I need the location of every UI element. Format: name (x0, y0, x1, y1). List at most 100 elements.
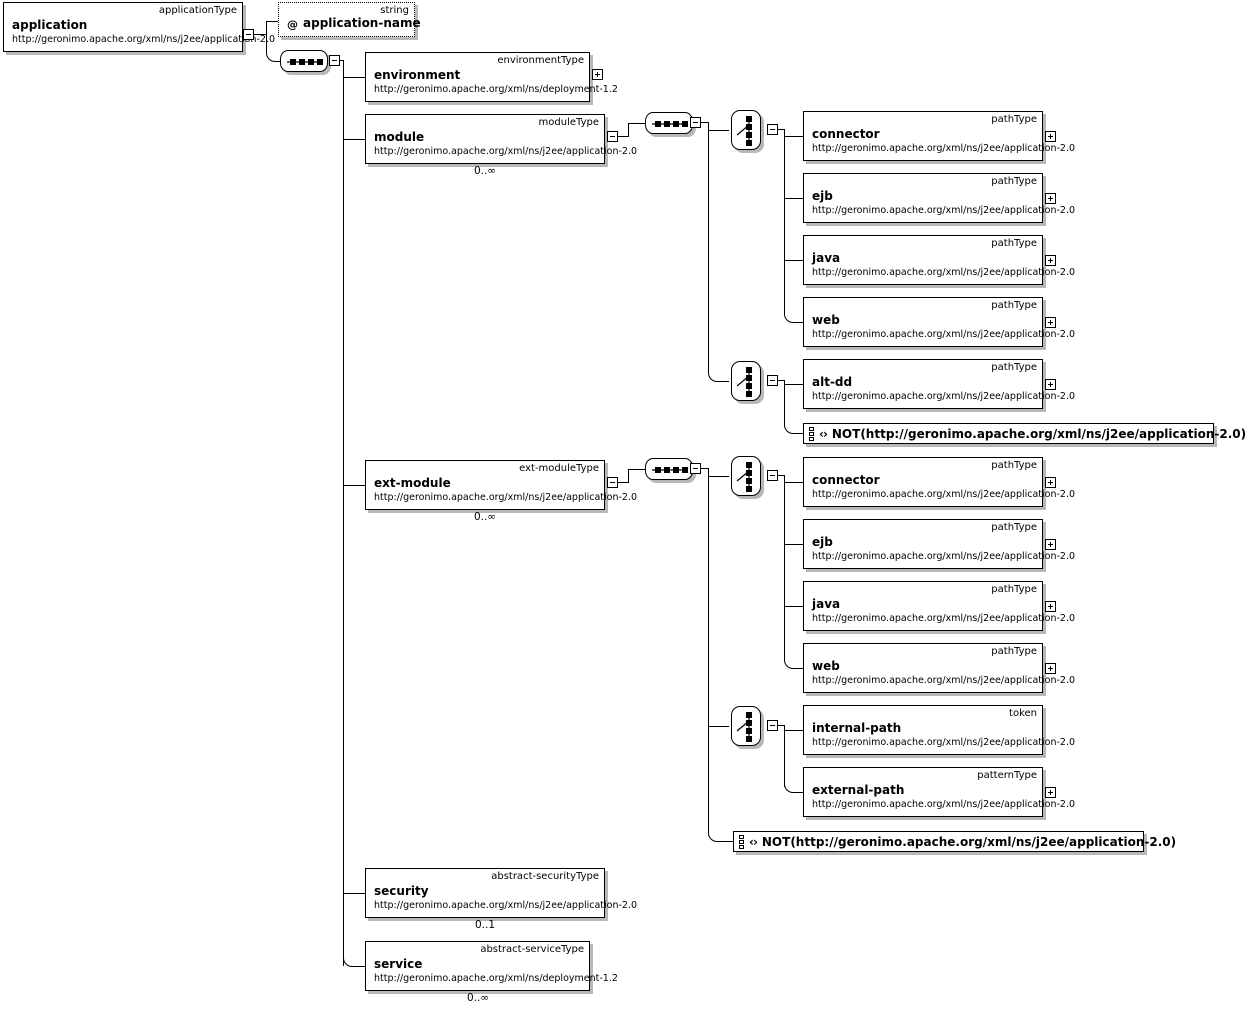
connector-line (784, 384, 803, 385)
any-element-icon (809, 426, 817, 441)
element-type-label: pathType (991, 300, 1037, 311)
element-box-internal-path[interactable]: token internal-path http://geronimo.apac… (803, 705, 1075, 755)
element-box-application[interactable]: applicationType application http://geron… (3, 2, 275, 52)
sequence-glyph (652, 121, 688, 127)
sequence-compositor-icon-module[interactable] (645, 112, 693, 134)
any-element-icon (739, 834, 747, 849)
collapse-minus-icon-root[interactable] (243, 29, 254, 40)
connector-line (794, 792, 803, 793)
element-namespace-label: http://geronimo.apache.org/xml/ns/j2ee/a… (812, 675, 1076, 686)
element-box-security[interactable]: abstract-securityType security http://ge… (365, 868, 637, 918)
element-box-ext-module-ejb[interactable]: pathType ejb http://geronimo.apache.org/… (803, 519, 1075, 569)
connector-line (784, 129, 785, 315)
connector-line (266, 34, 267, 52)
choice-compositor-icon-ext-module-2[interactable] (731, 706, 761, 746)
connector-line (628, 469, 645, 470)
element-name-label: connector (812, 473, 880, 487)
any-namespace-expression: NOT(http://geronimo.apache.org/xml/ns/j2… (761, 834, 1177, 849)
element-namespace-label: http://geronimo.apache.org/xml/ns/j2ee/a… (374, 900, 638, 911)
collapse-minus-icon-module-choice-2[interactable] (767, 375, 778, 386)
connector-line (353, 966, 365, 967)
connector-line (628, 469, 629, 483)
element-box-ext-module[interactable]: ext-moduleType ext-module http://geronim… (365, 460, 637, 510)
collapse-minus-icon-module-sequence[interactable] (690, 117, 701, 128)
collapse-minus-icon-module[interactable] (607, 131, 618, 142)
expand-plus-icon-module-connector[interactable] (1045, 131, 1056, 142)
connector-line (784, 260, 803, 261)
collapse-minus-icon-ext-module-choice-2[interactable] (767, 720, 778, 731)
choice-glyph (736, 712, 752, 742)
expand-plus-icon-ext-module-java[interactable] (1045, 601, 1056, 612)
choice-compositor-icon-module-1[interactable] (731, 110, 761, 150)
element-box-module-web[interactable]: pathType web http://geronimo.apache.org/… (803, 297, 1075, 347)
connector-line (708, 726, 729, 727)
element-type-label: pathType (991, 114, 1037, 125)
connector-line (778, 380, 784, 381)
element-namespace-label: http://geronimo.apache.org/xml/ns/j2ee/a… (374, 492, 638, 503)
element-namespace-label: http://geronimo.apache.org/xml/ns/j2ee/a… (812, 391, 1076, 402)
expand-plus-icon-module-web[interactable] (1045, 317, 1056, 328)
element-type-label: pathType (991, 176, 1037, 187)
collapse-minus-icon-module-choice-1[interactable] (767, 124, 778, 135)
element-type-label: abstract-securityType (491, 871, 599, 882)
choice-compositor-icon-ext-module-1[interactable] (731, 456, 761, 496)
element-name-label: internal-path (812, 721, 902, 735)
any-element-box-ext-module[interactable]: ‹› NOT(http://geronimo.apache.org/xml/ns… (733, 831, 1176, 852)
element-namespace-label: http://geronimo.apache.org/xml/ns/j2ee/a… (812, 737, 1076, 748)
element-name-label: java (812, 251, 841, 265)
collapse-minus-icon-ext-module[interactable] (607, 477, 618, 488)
expand-plus-icon-ext-module-ejb[interactable] (1045, 539, 1056, 550)
element-box-ext-module-java[interactable]: pathType java http://geronimo.apache.org… (803, 581, 1075, 631)
connector-elbow (708, 831, 719, 842)
expand-plus-icon-ext-module-web[interactable] (1045, 663, 1056, 674)
connector-line (794, 322, 803, 323)
connector-elbow (784, 423, 795, 434)
choice-compositor-icon-module-2[interactable] (731, 361, 761, 401)
expand-plus-icon-module-java[interactable] (1045, 255, 1056, 266)
element-box-ext-module-web[interactable]: pathType web http://geronimo.apache.org/… (803, 643, 1075, 693)
element-box-module-ejb[interactable]: pathType ejb http://geronimo.apache.org/… (803, 173, 1075, 223)
element-box-module[interactable]: moduleType module http://geronimo.apache… (365, 114, 637, 164)
collapse-minus-icon-ext-module-choice-1[interactable] (767, 470, 778, 481)
element-namespace-label: http://geronimo.apache.org/xml/ns/deploy… (374, 84, 618, 95)
element-type-label: pathType (991, 238, 1037, 249)
attribute-box-application-name[interactable]: string @ application-name (278, 2, 421, 37)
connector-line (778, 725, 784, 726)
attribute-marker: @ (287, 18, 298, 31)
element-namespace-label: http://geronimo.apache.org/xml/ns/j2ee/a… (812, 329, 1076, 340)
element-type-label: pathType (991, 584, 1037, 595)
expand-plus-icon-external-path[interactable] (1045, 787, 1056, 798)
connector-line (701, 468, 708, 469)
sequence-compositor-icon-root[interactable] (280, 50, 328, 72)
expand-plus-icon-ext-module-connector[interactable] (1045, 477, 1056, 488)
expand-plus-icon-module-ejb[interactable] (1045, 193, 1056, 204)
element-box-module-connector[interactable]: pathType connector http://geronimo.apach… (803, 111, 1075, 161)
element-namespace-label: http://geronimo.apache.org/xml/ns/j2ee/a… (12, 34, 276, 45)
expand-plus-icon-environment[interactable] (592, 69, 603, 80)
sequence-compositor-icon-ext-module[interactable] (645, 458, 693, 480)
collapse-minus-icon-root-sequence[interactable] (329, 55, 340, 66)
element-namespace-label: http://geronimo.apache.org/xml/ns/j2ee/a… (812, 551, 1076, 562)
connector-line (784, 606, 803, 607)
any-element-box-module[interactable]: ‹› NOT(http://geronimo.apache.org/xml/ns… (803, 423, 1246, 444)
element-name-label: service (374, 957, 423, 971)
expand-plus-icon-module-alt-dd[interactable] (1045, 379, 1056, 390)
element-name-label: external-path (812, 783, 905, 797)
connector-line (276, 61, 280, 62)
element-box-module-alt-dd[interactable]: pathType alt-dd http://geronimo.apache.o… (803, 359, 1075, 409)
connector-line (718, 381, 729, 382)
element-box-external-path[interactable]: patternType external-path http://geronim… (803, 767, 1075, 817)
element-box-module-java[interactable]: pathType java http://geronimo.apache.org… (803, 235, 1075, 285)
element-namespace-label: http://geronimo.apache.org/xml/ns/j2ee/a… (812, 489, 1076, 500)
element-name-label: security (374, 884, 429, 898)
element-box-service[interactable]: abstract-serviceType service http://gero… (365, 941, 618, 991)
angle-bracket-icon: ‹› (819, 426, 828, 441)
collapse-minus-icon-ext-module-sequence[interactable] (690, 463, 701, 474)
element-box-environment[interactable]: environmentType environment http://geron… (365, 52, 618, 102)
element-namespace-label: http://geronimo.apache.org/xml/ns/j2ee/a… (374, 146, 638, 157)
element-name-label: application (12, 18, 88, 32)
element-box-ext-module-connector[interactable]: pathType connector http://geronimo.apach… (803, 457, 1075, 507)
connector-line (784, 198, 803, 199)
connector-elbow (784, 658, 795, 669)
